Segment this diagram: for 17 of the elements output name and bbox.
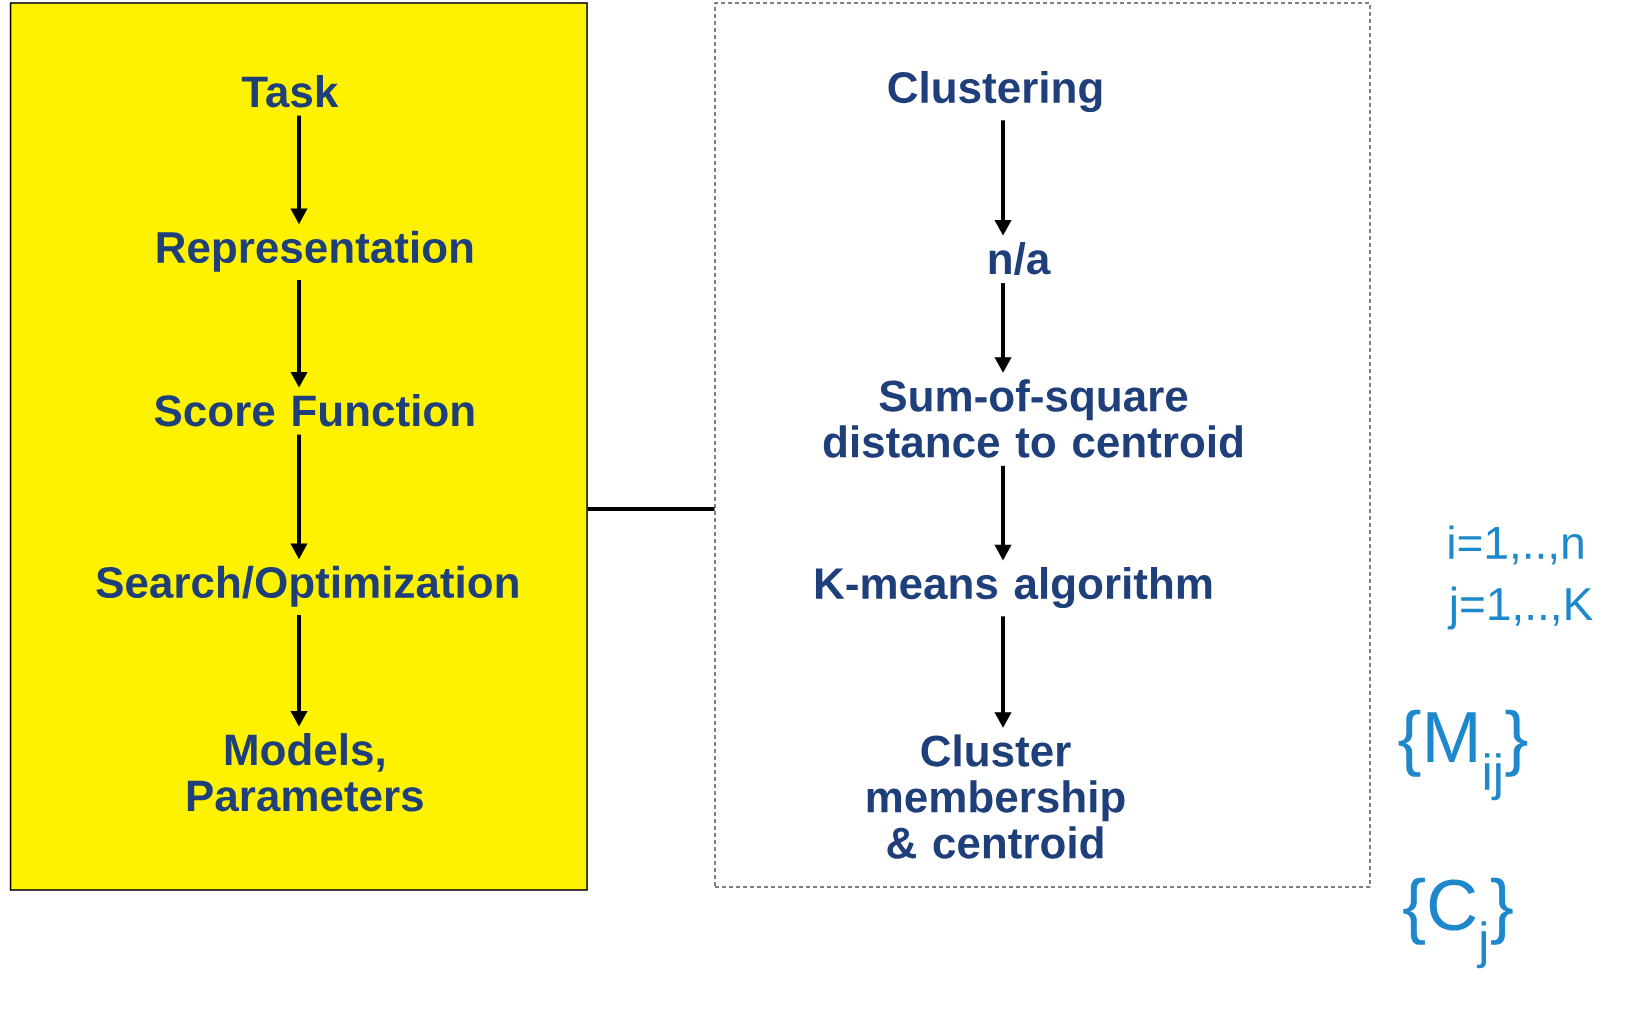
step-label: Sum-of-square distance to centroid	[823, 379, 1243, 458]
connector-line	[587, 507, 715, 511]
dashed-box	[714, 2, 1371, 888]
step-label: Models, Parameters	[187, 733, 423, 812]
step-label: Clustering	[888, 70, 1102, 113]
group-box	[9, 2, 588, 891]
handwritten-note: {M$_{ij}$}	[1398, 709, 1528, 801]
step-label: Task	[241, 75, 339, 108]
step-label: Search/Optimization	[96, 565, 518, 607]
handwritten-note: {C$_{j}$}	[1403, 877, 1513, 969]
step-label: K-means algorithm	[816, 566, 1212, 609]
handwritten-note: i=1,..,n	[1449, 525, 1583, 565]
step-label: Score Function	[154, 394, 474, 427]
step-label: Cluster membership & centroid	[867, 734, 1125, 859]
step-label: Representation	[157, 230, 473, 272]
handwritten-note: j=1,..,K	[1447, 586, 1593, 630]
step-label: n/a	[989, 242, 1051, 275]
